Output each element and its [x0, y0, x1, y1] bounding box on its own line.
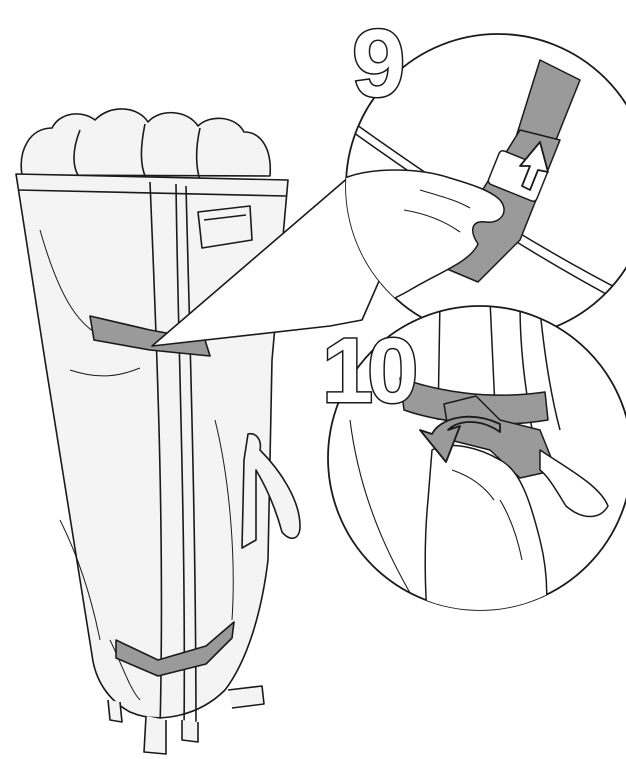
side-carry-strap [242, 434, 300, 548]
bag-handle-pocket [198, 206, 252, 248]
step-number-9: 9 [352, 10, 402, 117]
bag-top-roll [21, 109, 270, 176]
rolled-bag [16, 109, 300, 754]
step-number-10: 10 [322, 320, 415, 422]
